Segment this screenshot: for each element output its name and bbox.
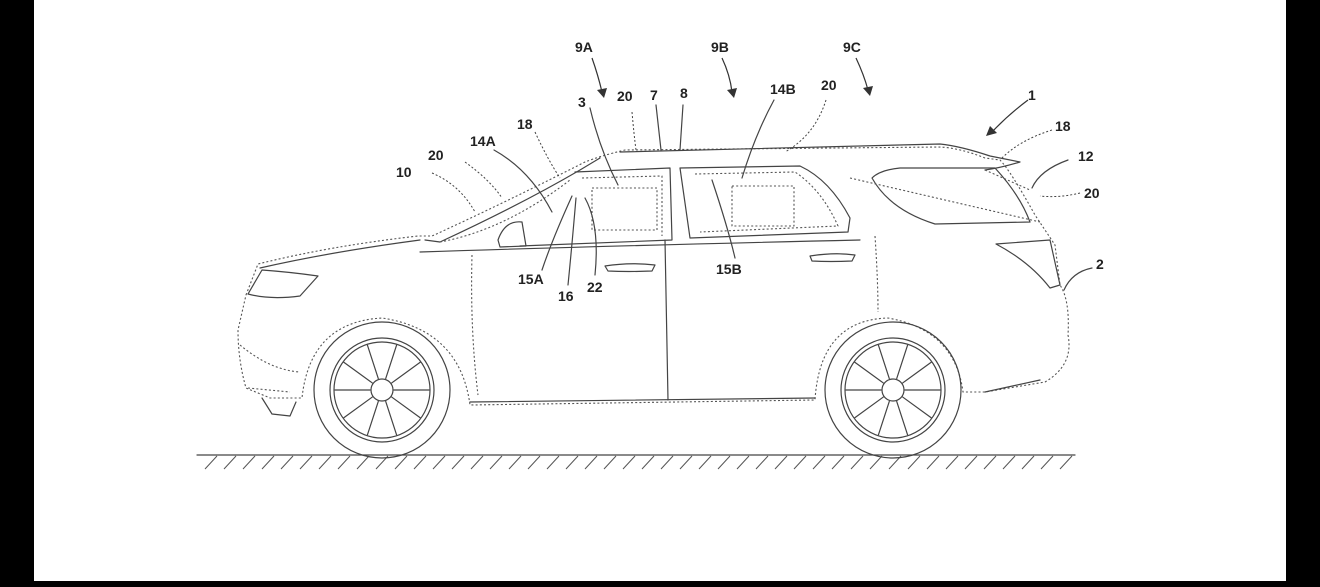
wheel-spoke [902, 361, 932, 384]
ground-hatch-mark [413, 455, 427, 470]
ground-hatch-mark [660, 455, 674, 470]
ref-15A: 15A [518, 271, 544, 287]
wheel-spoke [391, 361, 421, 384]
vehicle-side-view-drawing: 9A 9B 9C 1 3 20 7 8 14B 20 18 12 20 2 18… [196, 39, 1104, 470]
ground-hatch-mark [945, 455, 959, 470]
ref-20-roof-rear: 20 [821, 77, 837, 93]
wheel-spoke [366, 400, 379, 436]
ground-hatch-mark [394, 455, 408, 470]
ground-hatch-mark [432, 455, 446, 470]
ground-hatch-mark [280, 455, 294, 470]
ground-hatch-mark [774, 455, 788, 470]
ground-hatch-mark [869, 455, 883, 470]
wheel-spoke [366, 344, 379, 380]
vehicle-body [237, 143, 1070, 417]
ref-15B: 15B [716, 261, 742, 277]
ground-hatch-mark [451, 455, 465, 470]
wheel-spoke [385, 400, 398, 436]
ref-20-roof-front: 20 [617, 88, 633, 104]
ground-hatch-mark [736, 455, 750, 470]
ground-hatch-mark [907, 455, 921, 470]
ground-surface [196, 454, 1076, 470]
wheel-spoke [902, 396, 932, 419]
ground-hatch-mark [1040, 455, 1054, 470]
display-front-region [591, 187, 658, 231]
ref-18-rear: 18 [1055, 118, 1071, 134]
ground-hatch-mark [926, 455, 940, 470]
ground-hatch-mark [641, 455, 655, 470]
wheel-spoke [896, 400, 909, 436]
ref-22: 22 [587, 279, 603, 295]
leader-lines [431, 99, 1093, 291]
ground-hatch-mark [679, 455, 693, 470]
wheel-spoke [854, 396, 884, 419]
ground-hatch-mark [603, 455, 617, 470]
ground-hatch-mark [470, 455, 484, 470]
ground-hatch-mark [527, 455, 541, 470]
ground-hatch-mark [242, 455, 256, 470]
reference-numerals: 9A 9B 9C 1 3 20 7 8 14B 20 18 12 20 2 18… [396, 39, 1104, 304]
display-rear-region [731, 185, 795, 227]
wheel-spoke [877, 344, 890, 380]
ref-10: 10 [396, 164, 412, 180]
ref-14A: 14A [470, 133, 496, 149]
ref-1: 1 [1028, 87, 1036, 103]
ground-hatch-mark [793, 455, 807, 470]
wheel-spoke [896, 344, 909, 380]
ground-hatch-mark [831, 455, 845, 470]
ground-hatch-mark [1021, 455, 1035, 470]
ground-hatch-mark [964, 455, 978, 470]
wheel-spoke [391, 396, 421, 419]
ground-hatch-mark [489, 455, 503, 470]
wheel-spoke [343, 361, 373, 384]
ground-hatch-mark [299, 455, 313, 470]
ground-hatch-mark [812, 455, 826, 470]
ref-14B: 14B [770, 81, 796, 97]
section-arrows [591, 57, 1029, 136]
ground-hatch-mark [356, 455, 370, 470]
wheel-spoke [877, 400, 890, 436]
ground-hatch-mark [1059, 455, 1073, 470]
ground-hatch-mark [318, 455, 332, 470]
ground-hatch-mark [622, 455, 636, 470]
ground-hatch-mark [755, 455, 769, 470]
ground-hatch-mark [337, 455, 351, 470]
ref-9A: 9A [575, 39, 593, 55]
ref-18-top: 18 [517, 116, 533, 132]
wheel-spoke [385, 344, 398, 380]
ground-hatch-mark [546, 455, 560, 470]
sensor-field-rear [849, 177, 1041, 223]
ref-3: 3 [578, 94, 586, 110]
wheel-spoke [854, 361, 884, 384]
ground-hatch-mark [698, 455, 712, 470]
ground-hatch-mark [584, 455, 598, 470]
rear-wheel [824, 321, 962, 459]
ground-hatch-mark [1002, 455, 1016, 470]
ground-hatch-mark [717, 455, 731, 470]
ref-20-rear: 20 [1084, 185, 1100, 201]
ground-hatch-mark [565, 455, 579, 470]
patent-sheet: 9A 9B 9C 1 3 20 7 8 14B 20 18 12 20 2 18… [34, 0, 1286, 581]
ref-16: 16 [558, 288, 574, 304]
ref-7: 7 [650, 87, 658, 103]
ground-hatch-mark [261, 455, 275, 470]
ground-hatch-mark [223, 455, 237, 470]
ref-9C: 9C [843, 39, 861, 55]
ref-2: 2 [1096, 256, 1104, 272]
ground-hatch-mark [983, 455, 997, 470]
ground-hatch-mark [850, 455, 864, 470]
ref-8: 8 [680, 85, 688, 101]
front-wheel [313, 321, 451, 459]
ref-9B: 9B [711, 39, 729, 55]
ref-12: 12 [1078, 148, 1094, 164]
ground-hatch-mark [508, 455, 522, 470]
wheel-spoke [343, 396, 373, 419]
ground-hatch-mark [204, 455, 218, 470]
ref-20-windshield: 20 [428, 147, 444, 163]
